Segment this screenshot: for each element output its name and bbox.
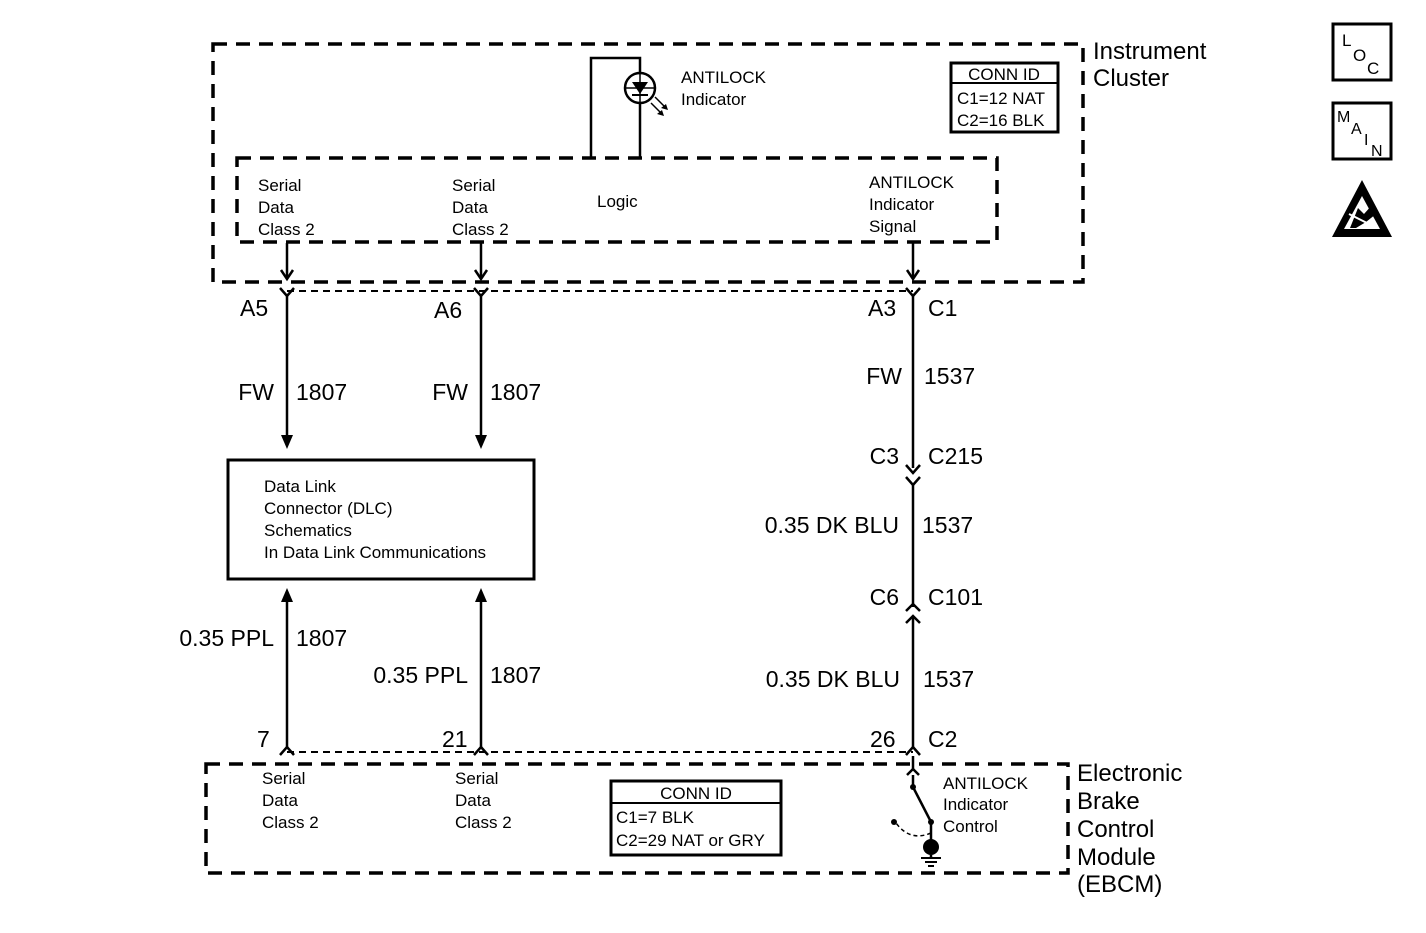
cluster-signal-label-line-1: ANTILOCK (869, 173, 955, 192)
wire-1537-mid-circuit: 1537 (922, 512, 973, 538)
wire-1807-a5-color: FW (238, 379, 274, 405)
ebcm-conn-id-line-2: C2=29 NAT or GRY (616, 831, 765, 850)
instrument-cluster-title-line-2: Cluster (1093, 65, 1169, 92)
connector-c215-label: C215 (928, 443, 983, 469)
dlc-line-1: Data Link (264, 477, 336, 496)
wire-1537-top-circuit: 1537 (924, 363, 975, 389)
cluster-serial-data-2-line-2: Data (452, 198, 488, 217)
ebcm: Electronic Brake Control Module (EBCM) S… (204, 756, 1182, 898)
wire-1537 (905, 296, 921, 748)
loc-button[interactable]: L O C (1331, 22, 1393, 82)
ebcm-serial-data-2-line-3: Class 2 (455, 813, 512, 832)
wire-1807-pin-21-color: 0.35 PPL (373, 662, 468, 688)
cluster-serial-data-1-line-2: Data (258, 198, 294, 217)
ebcm-outline (204, 762, 1070, 875)
wire-1807-pin-21 (475, 588, 487, 748)
loc-letter-l: L (1342, 31, 1351, 50)
cluster-serial-data-2-line-3: Class 2 (452, 220, 509, 239)
wire-1537-mid-color: 0.35 DK BLU (765, 512, 899, 538)
main-letter-a: A (1351, 121, 1362, 138)
antilock-indicator-label-line-2: Indicator (681, 90, 747, 109)
ebcm-serial-data-1-line-3: Class 2 (262, 813, 319, 832)
wire-1537-top-color: FW (866, 363, 902, 389)
ebcm-control-label-line-1: ANTILOCK (943, 774, 1029, 793)
instrument-cluster: Instrument Cluster CONN ID C1=12 NAT C2=… (211, 38, 1207, 284)
ebcm-connector-chevrons (279, 745, 921, 756)
cluster-conn-id-header: CONN ID (968, 65, 1040, 84)
wire-1807-pin-21-circuit: 1807 (490, 662, 541, 688)
connector-c101-label: C101 (928, 584, 983, 610)
main-letter-m: M (1337, 109, 1350, 126)
antilock-indicator-led-icon (589, 56, 668, 157)
ebcm-title-line-1: Electronic (1077, 760, 1182, 787)
wire-1807-a6-color: FW (432, 379, 468, 405)
wire-1807-pin-7 (281, 588, 293, 748)
instrument-cluster-outline (211, 42, 1085, 284)
pin-a6-label: A6 (434, 297, 462, 323)
wire-1537-bot-circuit: 1537 (923, 666, 974, 692)
connector-c6-label: C6 (870, 584, 899, 610)
wire-1807-a6 (475, 296, 487, 449)
pin-21-label: 21 (442, 726, 468, 752)
pin-26-label: 26 (870, 726, 896, 752)
main-letter-n: N (1371, 143, 1383, 160)
cluster-output-arrows (279, 243, 921, 282)
wire-1807-a5-circuit: 1807 (296, 379, 347, 405)
ebcm-conn-id-line-1: C1=7 BLK (616, 808, 695, 827)
ebcm-conn-id-header: CONN ID (660, 784, 732, 803)
ebcm-title-line-3: Control (1077, 816, 1154, 843)
ebcm-serial-data-2-line-1: Serial (455, 769, 498, 788)
dlc-line-4: In Data Link Communications (264, 543, 486, 562)
ebcm-control-label-line-2: Indicator (943, 795, 1009, 814)
dlc-box[interactable]: Data Link Connector (DLC) Schematics In … (226, 458, 536, 581)
wire-1807-pin-7-circuit: 1807 (296, 625, 347, 651)
main-letter-i: I (1364, 132, 1368, 149)
loc-letter-o: O (1353, 46, 1366, 65)
cluster-conn-id-line-1: C1=12 NAT (957, 89, 1045, 108)
wire-1807-pin-7-color: 0.35 PPL (179, 625, 274, 651)
wire-1807-a5 (281, 296, 293, 449)
cluster-conn-id-box: CONN ID C1=12 NAT C2=16 BLK (949, 61, 1060, 134)
ebcm-serial-data-1-line-2: Data (262, 791, 298, 810)
cluster-logic-box (235, 156, 999, 244)
pin-a3-label: A3 (868, 295, 896, 321)
dlc-line-2: Connector (DLC) (264, 499, 393, 518)
ebcm-title-line-4: Module (1077, 844, 1156, 871)
wire-1807-a6-circuit: 1807 (490, 379, 541, 405)
pin-a5-label: A5 (240, 295, 268, 321)
connector-c1-label: C1 (928, 295, 957, 321)
connector-c2-label: C2 (928, 726, 957, 752)
cluster-logic-label: Logic (597, 192, 638, 211)
ebcm-conn-id-box: CONN ID C1=7 BLK C2=29 NAT or GRY (609, 779, 783, 857)
cluster-signal-label-line-2: Indicator (869, 195, 935, 214)
antilock-control-switch-icon (891, 756, 941, 867)
instrument-cluster-title-line-1: Instrument (1093, 38, 1207, 65)
cluster-serial-data-1-line-1: Serial (258, 176, 301, 195)
ebcm-control-label-line-3: Control (943, 817, 998, 836)
esd-warning-icon[interactable] (1332, 180, 1392, 237)
ebcm-serial-data-2-line-2: Data (455, 791, 491, 810)
cluster-serial-data-1-line-3: Class 2 (258, 220, 315, 239)
main-button[interactable]: M A I N (1331, 101, 1393, 161)
ebcm-title-line-5: (EBCM) (1077, 871, 1162, 898)
connector-c3-label: C3 (870, 443, 899, 469)
pin-7-label: 7 (257, 726, 270, 752)
antilock-indicator-label-line-1: ANTILOCK (681, 68, 767, 87)
cluster-signal-label-line-3: Signal (869, 217, 916, 236)
wire-1537-bot-color: 0.35 DK BLU (766, 666, 900, 692)
ebcm-title-line-2: Brake (1077, 788, 1140, 815)
dlc-line-3: Schematics (264, 521, 352, 540)
cluster-serial-data-2-line-1: Serial (452, 176, 495, 195)
loc-letter-c: C (1367, 59, 1379, 78)
cluster-conn-id-line-2: C2=16 BLK (957, 111, 1045, 130)
ebcm-serial-data-1-line-1: Serial (262, 769, 305, 788)
